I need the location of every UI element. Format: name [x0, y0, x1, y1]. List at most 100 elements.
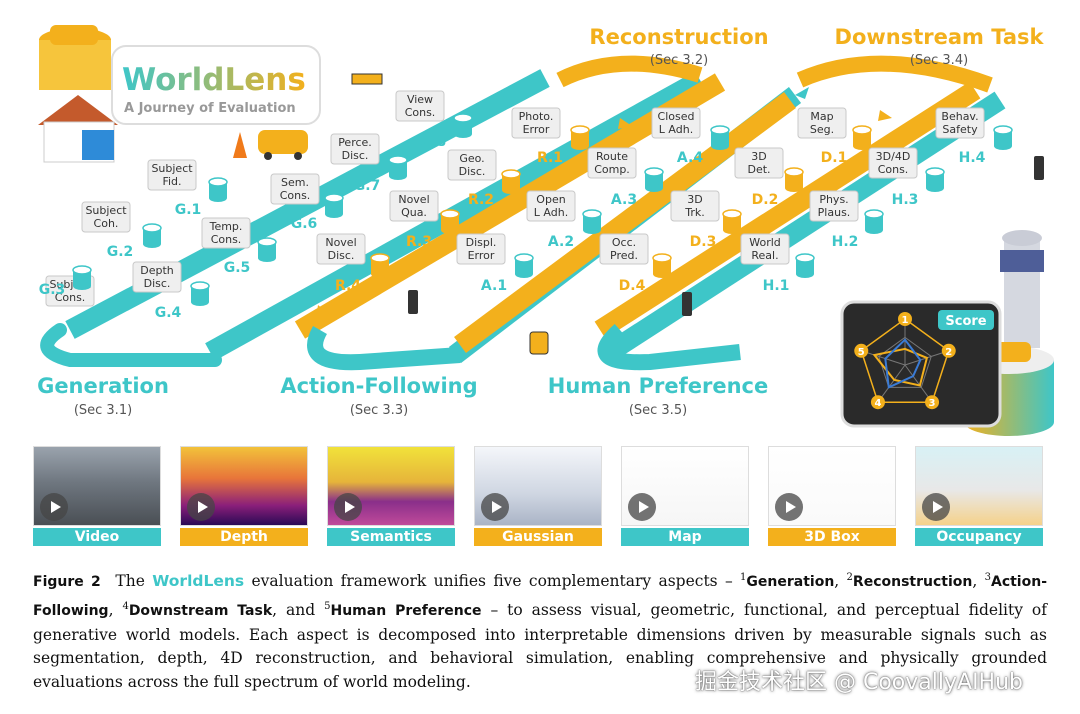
dimension-label-line: 3D/4D	[876, 150, 911, 163]
radar-axis-badge	[925, 395, 940, 410]
dimension-label-box	[81, 201, 131, 233]
dimension-code: A.1	[481, 278, 507, 294]
dimension-label-box	[447, 149, 497, 181]
modality-label: Map	[621, 528, 749, 546]
section-ref: (Sec 3.5)	[629, 403, 687, 418]
dimension-label-box	[587, 147, 637, 179]
dimension-code: G.2	[107, 244, 134, 260]
dimension-r-2: Geo.Disc.R.2	[447, 149, 521, 208]
figure-label: Figure 2	[33, 574, 101, 591]
dimension-label-line: World	[749, 236, 781, 249]
dimension-label-box	[599, 233, 649, 265]
section-generation: Generation(Sec 3.1)	[37, 374, 169, 418]
play-icon[interactable]	[187, 493, 215, 521]
section-action: Action-Following(Sec 3.3)	[280, 374, 477, 418]
dimension-label-line: Temp.	[209, 220, 243, 233]
dimension-label-line: 3D	[751, 150, 766, 163]
modality-occupancy: Occupancy	[915, 446, 1043, 548]
modality-video: Video	[33, 446, 161, 548]
play-icon[interactable]	[922, 493, 950, 521]
dimension-cylinder-icon	[440, 209, 460, 234]
section-ref: (Sec 3.2)	[650, 53, 708, 68]
dimension-label-line: Novel	[398, 193, 429, 206]
modality-label: Gaussian	[474, 528, 602, 546]
dimension-label-line: Cons.	[55, 291, 86, 304]
dimension-label-box	[389, 190, 439, 222]
dimension-label-box	[734, 147, 784, 179]
modality-preview-image	[915, 446, 1043, 526]
caption-text: evaluation framework unifies five comple…	[251, 572, 733, 591]
modality-preview-image	[180, 446, 308, 526]
dimension-label-box	[270, 173, 320, 205]
dimension-label-box	[201, 217, 251, 249]
dimension-label-line: Subject	[151, 162, 193, 175]
dimension-code: A.3	[611, 192, 637, 208]
aspect-generation: Generation	[746, 574, 835, 591]
dimension-label-line: Perce.	[338, 136, 372, 149]
modality-preview-image	[621, 446, 749, 526]
dimension-label-line: Displ.	[466, 236, 497, 249]
dimension-label-line: Disc.	[328, 249, 355, 262]
dimension-code: G.1	[175, 202, 202, 218]
radar-axis	[904, 364, 933, 403]
dimension-label-line: Comp.	[594, 163, 630, 176]
dimension-cylinder-icon	[514, 253, 534, 278]
play-icon[interactable]	[40, 493, 68, 521]
dimension-cylinder-icon	[925, 167, 945, 192]
modality-map: Map	[621, 446, 749, 548]
dimension-cylinder-icon	[652, 253, 672, 278]
dimension-label-line: Cons.	[405, 106, 436, 119]
dimension-cylinder-icon	[644, 167, 664, 192]
superscript: 5	[324, 600, 331, 612]
modality-preview-image	[33, 446, 161, 526]
section-ref: (Sec 3.1)	[74, 403, 132, 418]
dimension-label-line: Error	[468, 249, 495, 262]
modality-label: Semantics	[327, 528, 455, 546]
radar-axis-label: 4	[874, 398, 881, 409]
dimension-label-line: Disc.	[342, 149, 369, 162]
superscript: 3	[984, 572, 991, 583]
dimension-label-line: Error	[523, 123, 550, 136]
dimension-label-line: Fid.	[162, 175, 181, 188]
dimension-label-line: Closed	[658, 110, 695, 123]
play-icon[interactable]	[481, 493, 509, 521]
dimension-label-box	[670, 190, 720, 222]
logo-title: WorldLens	[122, 62, 306, 98]
play-icon[interactable]	[628, 493, 656, 521]
dimension-label-line: Pred.	[610, 249, 638, 262]
dimension-cylinder-icon	[453, 113, 473, 138]
dimension-label-line: Open	[536, 193, 565, 206]
superscript: 4	[122, 600, 129, 612]
dimension-label-box	[132, 261, 182, 293]
dimension-code: G.6	[291, 216, 318, 232]
dimension-cylinder-icon	[570, 125, 590, 150]
dimension-cylinder-icon	[72, 265, 92, 290]
dimension-label-box	[456, 233, 506, 265]
dimension-label-line: 3D	[687, 193, 702, 206]
modality-label: Occupancy	[915, 528, 1043, 546]
dimension-label-line: View	[407, 93, 433, 106]
radar-series	[872, 347, 929, 387]
dimension-label-line: Disc.	[459, 165, 486, 178]
section-human: Human Preference(Sec 3.5)	[548, 374, 768, 418]
dimension-cylinder-icon	[388, 155, 408, 180]
dimension-label-box	[797, 107, 847, 139]
dimension-g-6: Sem.Cons.G.6	[270, 173, 344, 232]
dimension-label-line: Photo.	[519, 110, 554, 123]
watermark: 掘金技术社区 @ CoovallyAIHub	[695, 670, 1024, 695]
dimension-cylinder-icon	[190, 281, 210, 306]
section-reconstruction: Reconstruction(Sec 3.2)	[589, 25, 768, 68]
play-icon[interactable]	[334, 493, 362, 521]
dimension-code: H.3	[892, 192, 919, 208]
play-icon[interactable]	[775, 493, 803, 521]
section-ref: (Sec 3.4)	[910, 53, 968, 68]
dimension-cylinder-icon	[208, 177, 228, 202]
dimension-label-line: Behav.	[941, 110, 978, 123]
dimension-label-line: Occ.	[612, 236, 636, 249]
car-icon	[50, 25, 308, 160]
modality-label: 3D Box	[768, 528, 896, 546]
